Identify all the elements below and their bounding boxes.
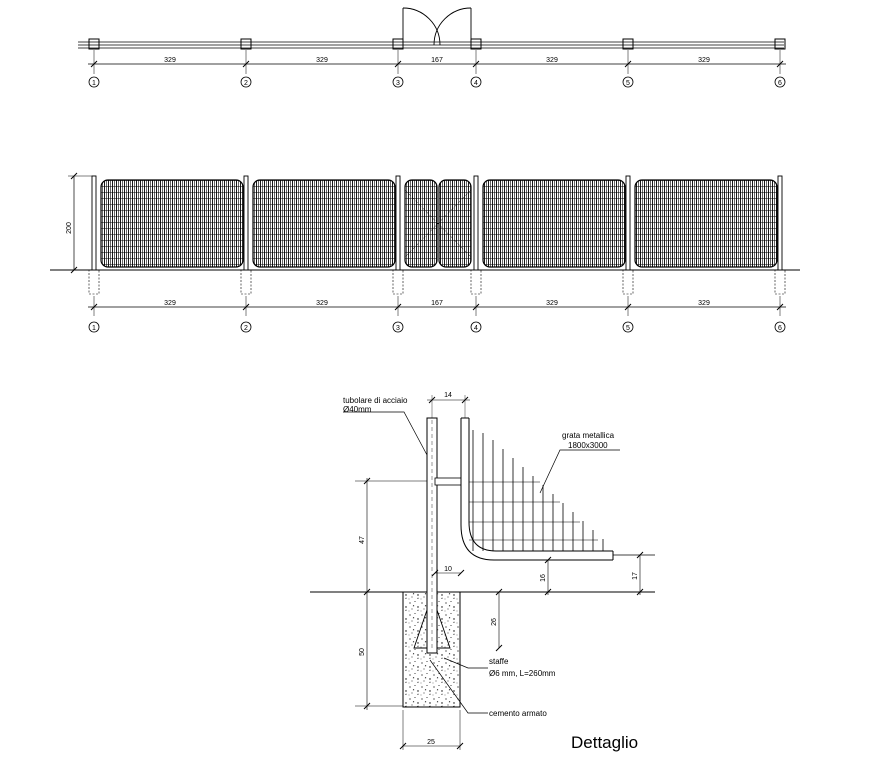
plan-posts: [88, 38, 786, 50]
elevation-height-dim: [68, 172, 96, 274]
detail-dim-curb: 16: [540, 574, 547, 582]
elevation-axis-4: 4: [474, 325, 478, 332]
detail-title: Dettaglio: [571, 733, 638, 752]
elevation-height: 200: [66, 222, 73, 234]
elevation-axis-3: 3: [396, 325, 400, 332]
elevation-dim-5: 329: [698, 300, 710, 307]
plan-axis-2: 2: [244, 80, 248, 87]
detail-leaders: [343, 411, 620, 714]
fence-panel-4: [634, 179, 778, 268]
detail-section: 14 47 50 25 10 26 16 17 tubolare di acci…: [310, 392, 655, 752]
elevation-axis-6: 6: [778, 325, 782, 332]
elevation-axis-markers: [88, 321, 786, 333]
plan-axis-3: 3: [396, 80, 400, 87]
detail-dim-anchor: 26: [491, 618, 498, 626]
plan-dim-4: 329: [546, 57, 558, 64]
label-grate: grata metallica: [562, 431, 615, 440]
plan-axis-1: 1: [92, 80, 96, 87]
plan-dim-3: 167: [431, 57, 443, 64]
plan-dimension-line: [88, 50, 786, 74]
elevation-dim-3: 167: [431, 300, 443, 307]
fence-panels: [100, 179, 778, 268]
detail-dim-foundation: 50: [359, 648, 366, 656]
gate-leaf-right: [438, 179, 472, 268]
plan-axis-6: 6: [778, 80, 782, 87]
plan-gate-swing: [402, 7, 472, 46]
label-grate-size: 1800x3000: [568, 441, 608, 450]
label-tube-diameter: Ø40mm: [343, 405, 372, 414]
elevation-dim-2: 329: [316, 300, 328, 307]
gate-leaf-left: [404, 179, 438, 268]
fence-panel-2: [252, 179, 396, 268]
detail-dim-height-above: 47: [359, 536, 366, 544]
elevation-axis-2: 2: [244, 325, 248, 332]
label-stirrups-spec: Ø6 mm, L=260mm: [489, 669, 556, 678]
plan-view: 329 329 167 329 329 1 2 3 4 5 6: [78, 7, 786, 88]
plan-axis-4: 4: [474, 80, 478, 87]
detail-dim-curb-right: 17: [632, 572, 639, 580]
elevation-dimension-line: [88, 296, 786, 316]
detail-dim-top: 14: [444, 392, 452, 399]
grate-frame-outer: [460, 418, 613, 561]
label-stirrups: staffe: [489, 657, 509, 666]
detail-dim-base-width: 25: [427, 739, 435, 746]
stirrups: [413, 609, 451, 649]
elevation-dim-4: 329: [546, 300, 558, 307]
plan-axis-5: 5: [626, 80, 630, 87]
elevation-view: 200: [50, 172, 800, 333]
elevation-axis-5: 5: [626, 325, 630, 332]
elevation-axis-1: 1: [92, 325, 96, 332]
post-footings: [88, 269, 786, 295]
plan-axis-markers: [88, 76, 786, 88]
grate-bracket: [434, 477, 462, 486]
elevation-dim-1: 329: [164, 300, 176, 307]
detail-dimensions: [363, 395, 644, 750]
detail-dim-inner: 10: [444, 566, 452, 573]
grate-mesh: [469, 430, 604, 551]
plan-dim-1: 329: [164, 57, 176, 64]
plan-dim-2: 329: [316, 57, 328, 64]
plan-dim-5: 329: [698, 57, 710, 64]
label-tube: tubolare di acciaio: [343, 396, 408, 405]
label-concrete: cemento armato: [489, 709, 547, 718]
fence-panel-1: [100, 179, 244, 268]
fence-panel-3: [482, 179, 626, 268]
